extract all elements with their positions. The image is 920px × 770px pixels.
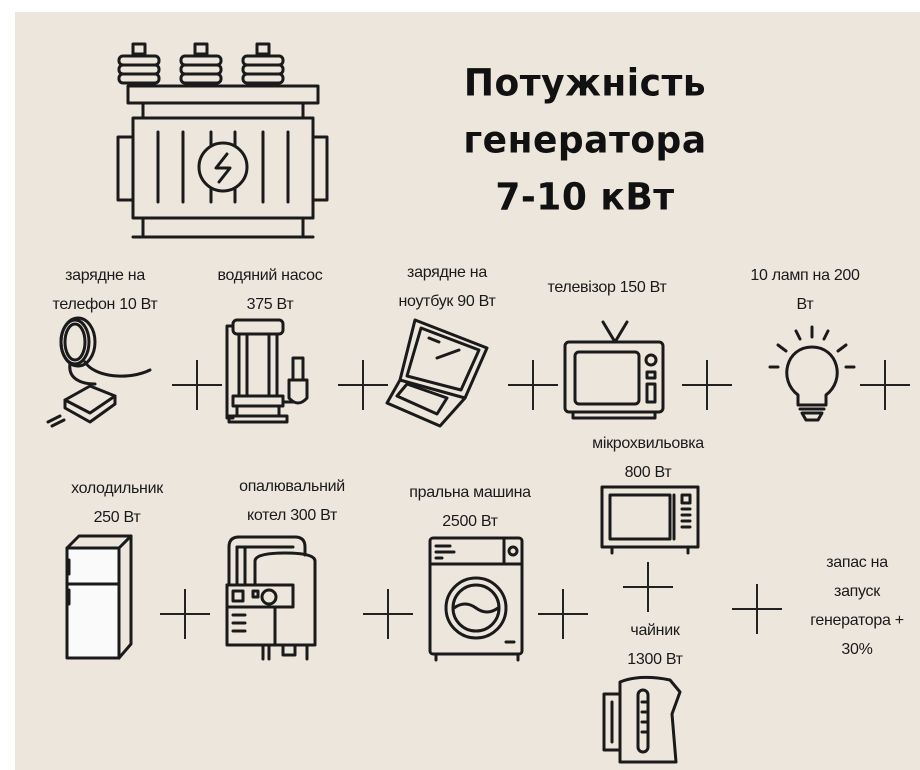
tv-label: телевізор 150 Вт — [547, 273, 666, 302]
label-line: 800 Вт — [624, 464, 672, 481]
kettle-icon — [602, 675, 682, 764]
title-line: генератора — [463, 118, 707, 163]
water-pump-label: водяний насос 375 Вт — [218, 261, 323, 319]
boiler-icon — [225, 535, 317, 661]
label-line: опалювальний — [239, 478, 345, 495]
label-line: 10 ламп на 200 — [750, 267, 860, 284]
label-line: телефон 10 Вт — [52, 296, 158, 313]
title-line: Потужність — [463, 61, 707, 106]
title-line: 7-10 кВт — [495, 175, 675, 220]
plus-sign — [508, 360, 558, 410]
label-line: холодильник — [71, 480, 163, 497]
label-line: Вт — [796, 296, 814, 313]
label-line: 375 Вт — [246, 296, 294, 313]
laptop-charger-label: зарядне на ноутбук 90 Вт — [399, 258, 496, 316]
label-line: мікрохвильовка — [592, 435, 704, 452]
washing-machine-label: пральна машина 2500 Вт — [409, 478, 531, 536]
plus-sign — [172, 360, 222, 410]
boiler-label: опалювальний котел 300 Вт — [239, 472, 345, 530]
laptop-icon — [385, 318, 489, 428]
fridge-icon — [65, 534, 133, 660]
label-line: котел 300 Вт — [246, 507, 338, 524]
label-line: зарядне на — [65, 267, 145, 284]
plus-sign — [363, 589, 413, 639]
label-line: генератора + — [810, 612, 904, 629]
label-line: запуск — [834, 583, 880, 600]
plus-sign — [623, 562, 673, 612]
plus-sign — [732, 584, 782, 634]
plus-sign — [682, 360, 732, 410]
plus-sign — [160, 589, 210, 639]
label-line: 250 Вт — [93, 509, 141, 526]
label-line: водяний насос — [217, 267, 323, 284]
kettle-label: чайник 1300 Вт — [627, 616, 683, 674]
plus-sign — [860, 360, 910, 410]
microwave-icon — [600, 485, 700, 555]
plus-sign — [338, 360, 388, 410]
washing-machine-icon — [428, 536, 524, 662]
phone-charger-icon — [46, 316, 152, 428]
label-line: пральна машина — [409, 484, 531, 501]
label-line: 30% — [841, 641, 873, 658]
page-title: Потужність генератора 7-10 кВт — [420, 55, 750, 226]
label-line: запас на — [826, 554, 888, 571]
label-line: зарядне на — [407, 264, 487, 281]
fridge-label: холодильник 250 Вт — [71, 474, 163, 532]
microwave-label: мікрохвильовка 800 Вт — [592, 429, 704, 487]
phone-charger-label: зарядне на телефон 10 Вт — [53, 261, 158, 319]
water-pump-icon — [225, 318, 309, 424]
tv-icon — [563, 320, 665, 420]
label-line: чайник — [630, 622, 680, 639]
light-bulb-icon — [768, 325, 856, 422]
label-line: телевізор 150 Вт — [547, 279, 667, 296]
transformer-icon — [116, 42, 329, 239]
reserve-label: запас на запуск генератора + 30% — [810, 548, 904, 664]
plus-sign — [538, 589, 588, 639]
label-line: 2500 Вт — [442, 513, 498, 530]
label-line: 1300 Вт — [627, 651, 683, 668]
label-line: ноутбук 90 Вт — [398, 293, 496, 310]
